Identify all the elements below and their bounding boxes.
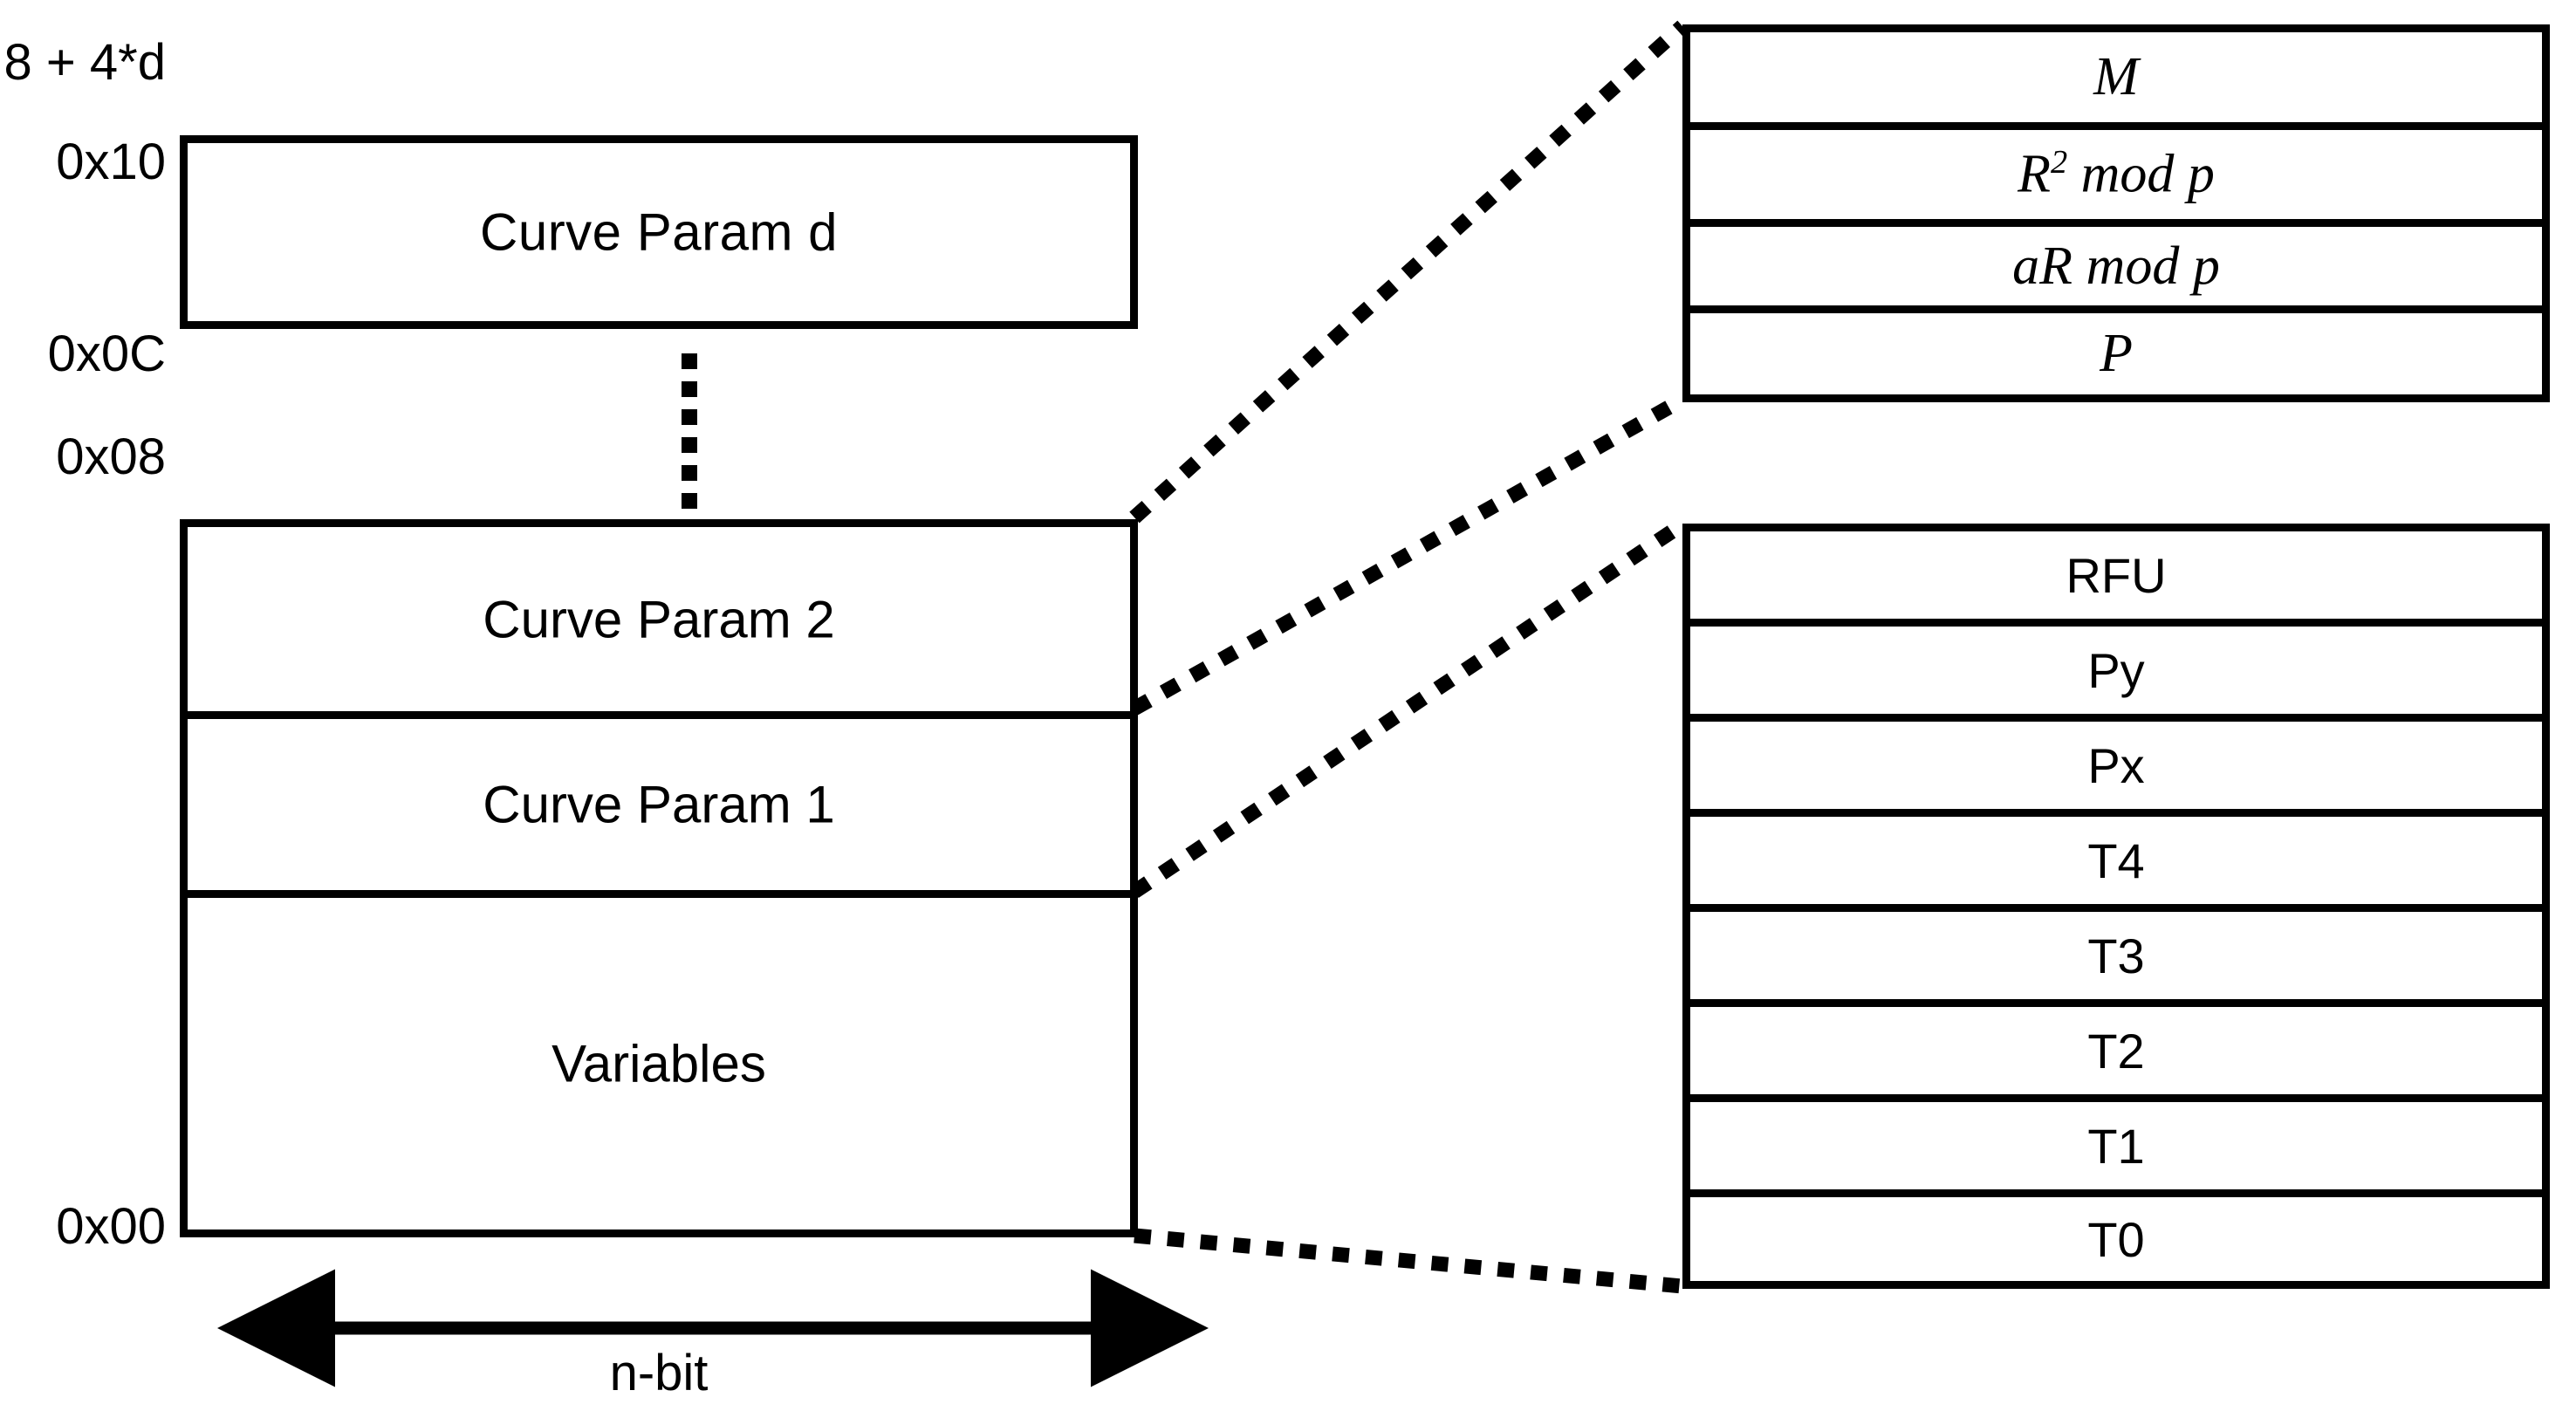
address-label-0x0C: 0x0C: [47, 325, 166, 382]
memory-block-label: Variables: [552, 1034, 766, 1093]
detail-row-label: M: [2093, 47, 2139, 106]
row-divider: [1690, 219, 2542, 227]
detail-row-M[interactable]: M: [1690, 32, 2542, 122]
n-bit-label: n-bit: [609, 1345, 709, 1401]
variables-row-T3[interactable]: T3: [1690, 912, 2542, 999]
address-label-0x00: 0x00: [56, 1198, 166, 1255]
variables-row-label: Px: [2087, 737, 2145, 793]
row-divider: [1690, 904, 2542, 912]
row-divider: [1690, 999, 2542, 1007]
variables-row-label: T1: [2087, 1118, 2145, 1174]
variables-row-T0[interactable]: T0: [1690, 1197, 2542, 1281]
row-divider: [1690, 1189, 2542, 1197]
variables-row-label: Py: [2087, 642, 2145, 698]
detail-row-label: R2 mod p: [2018, 143, 2215, 206]
address-label-0x08: 0x08: [56, 428, 166, 485]
connector-vars-bottom: [1134, 1228, 1683, 1294]
curve-param-detail-table: M R2 mod p aR mod p P: [1682, 24, 2550, 402]
detail-row-label: P: [2100, 324, 2133, 383]
memory-block-label: Curve Param 2: [483, 590, 835, 648]
detail-row-label: aR mod p: [2012, 236, 2220, 296]
variables-detail-table: RFU Py Px T4 T3 T2 T1 T0: [1682, 524, 2550, 1289]
connector-vars-top: [1130, 517, 1687, 899]
variables-row-label: T4: [2087, 832, 2145, 888]
detail-row-exponent: 2: [2050, 144, 2068, 182]
detail-row-P[interactable]: P: [1690, 313, 2542, 394]
block-divider: [188, 890, 1130, 898]
connector-param-bottom: [1130, 393, 1687, 716]
variables-row-label: T3: [2087, 928, 2145, 983]
memory-block-curve-param-2[interactable]: Curve Param 2: [188, 527, 1130, 711]
row-divider: [1690, 619, 2542, 627]
variables-row-label: RFU: [2066, 547, 2167, 603]
memory-block-label: Curve Param d: [480, 202, 838, 262]
variables-row-Px[interactable]: Px: [1690, 722, 2542, 809]
memory-block-stack: Curve Param 2 Curve Param 1 Variables: [180, 519, 1138, 1237]
memory-block-curve-param-1[interactable]: Curve Param 1: [188, 719, 1130, 890]
memory-block-variables[interactable]: Variables: [188, 898, 1130, 1229]
address-label-0x10: 0x10: [56, 134, 166, 190]
block-divider: [188, 711, 1130, 719]
row-divider: [1690, 122, 2542, 130]
memory-block-label: Curve Param 1: [483, 775, 835, 834]
detail-row-R2-mod-p[interactable]: R2 mod p: [1690, 130, 2542, 219]
detail-row-aR-mod-p[interactable]: aR mod p: [1690, 227, 2542, 305]
variables-row-label: T0: [2087, 1211, 2145, 1267]
row-divider: [1690, 1094, 2542, 1102]
detail-row-modulus: mod p: [2080, 144, 2215, 204]
row-divider: [1690, 809, 2542, 817]
address-label-8-plus-4d: 8 + 4*d: [3, 34, 166, 91]
memory-block-curve-param-d[interactable]: Curve Param d: [180, 135, 1138, 329]
detail-row-base: R: [2018, 144, 2051, 204]
variables-row-RFU[interactable]: RFU: [1690, 531, 2542, 619]
row-divider: [1690, 305, 2542, 313]
variables-row-T2[interactable]: T2: [1690, 1007, 2542, 1094]
variables-row-T1[interactable]: T1: [1690, 1102, 2542, 1189]
row-divider: [1690, 714, 2542, 722]
variables-row-label: T2: [2087, 1023, 2145, 1079]
connector-param-top: [1129, 20, 1688, 524]
variables-row-Py[interactable]: Py: [1690, 627, 2542, 714]
variables-row-T4[interactable]: T4: [1690, 817, 2542, 904]
